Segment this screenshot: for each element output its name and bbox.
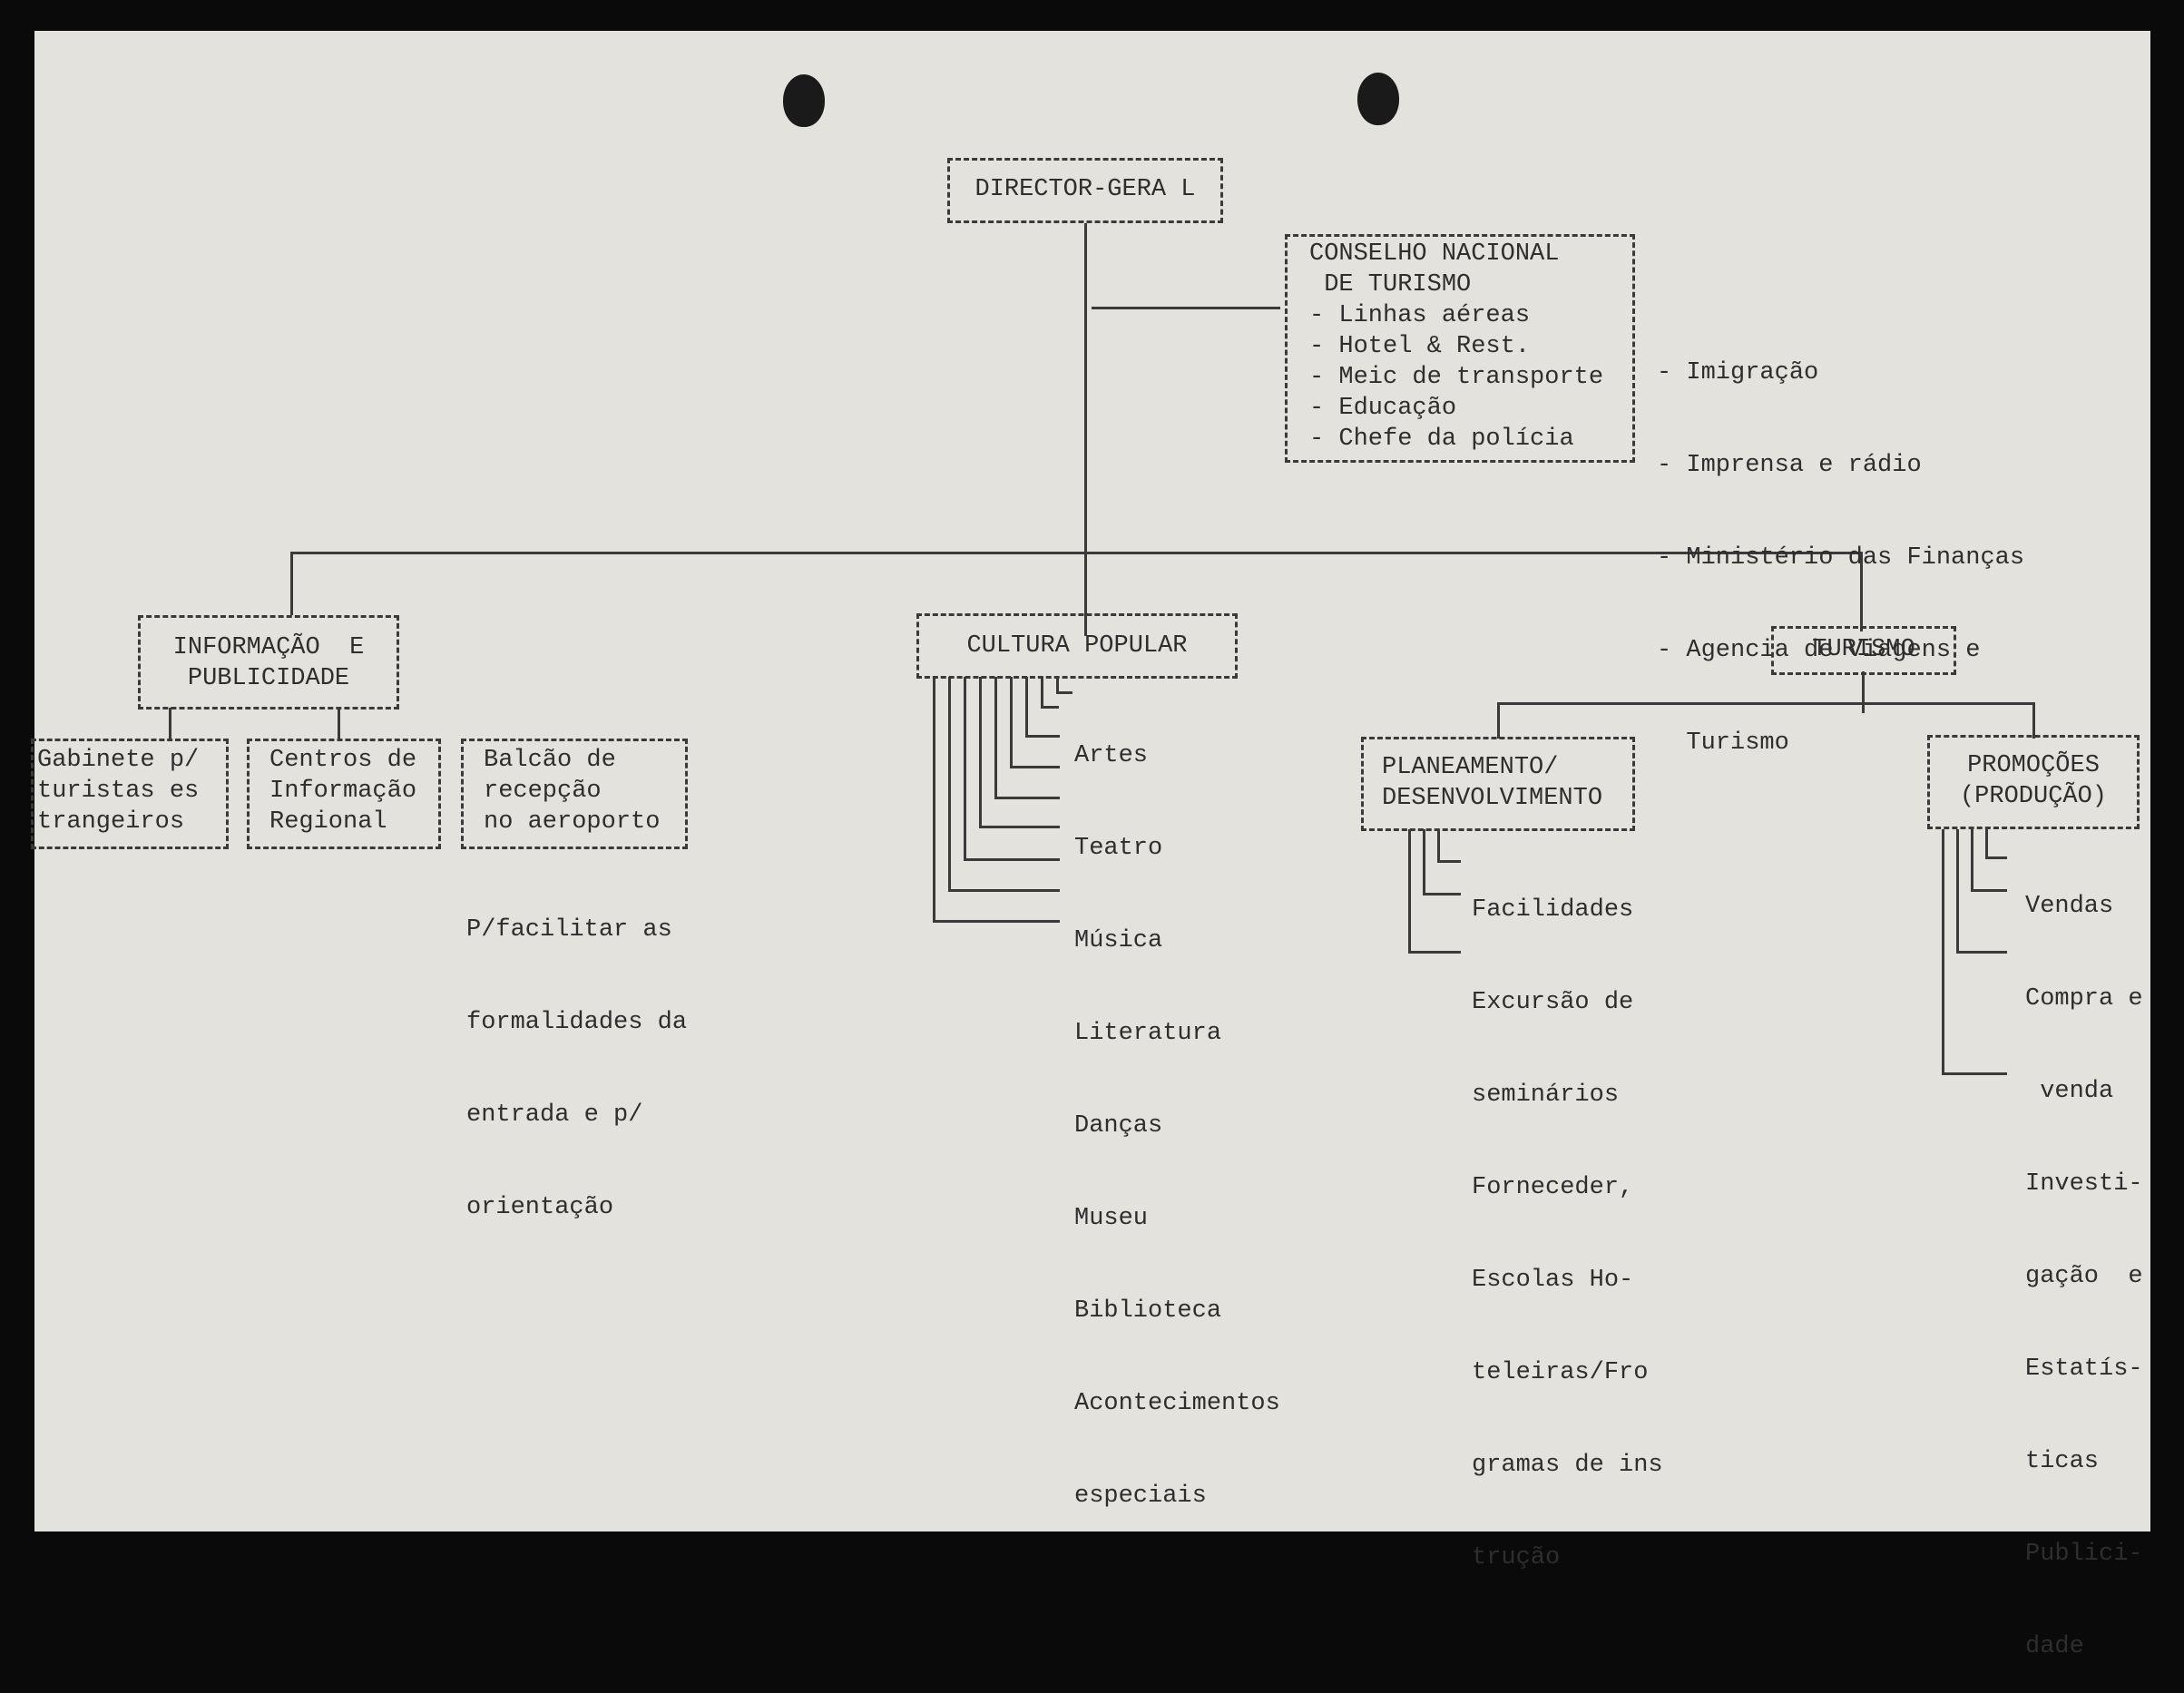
cultura-item: especiais xyxy=(1074,1483,1207,1510)
planeamento-items: Facilidades Excursão de seminários Forne… xyxy=(1472,833,1663,1604)
promocoes-item: Publici- xyxy=(2025,1541,2143,1568)
balcao-note: P/facilitar as formalidades da entrada e… xyxy=(466,853,687,1254)
planeamento-item: Escolas Ho- xyxy=(1472,1267,1634,1294)
centros-line: Informação xyxy=(269,778,417,805)
gabinete-line: turistas es xyxy=(37,778,200,805)
director-box: DIRECTOR-GERA L xyxy=(947,158,1223,223)
planeamento-title-line: DESENVOLVIMENTO xyxy=(1382,785,1603,812)
planeamento-item: Forneceder, xyxy=(1472,1174,1634,1201)
balcao-note-line: entrada e p/ xyxy=(466,1101,643,1129)
planeamento-item: Facilidades xyxy=(1472,896,1634,924)
balcao-note-line: orientação xyxy=(466,1194,614,1221)
director-label: DIRECTOR-GERA L xyxy=(974,176,1196,203)
gabinete-line: trangeiros xyxy=(37,808,185,836)
promocoes-item: gação e xyxy=(2025,1263,2143,1290)
balcao-note-line: P/facilitar as xyxy=(466,916,672,944)
planeamento-title-line: PLANEAMENTO/ xyxy=(1382,754,1559,781)
conselho-box: CONSELHO NACIONAL DE TURISMO - Linhas aé… xyxy=(1285,234,1635,463)
promocoes-box: PROMOÇÕES (PRODUÇÃO) xyxy=(1927,735,2140,829)
gabinete-box: Gabinete p/ turistas es trangeiros xyxy=(31,739,229,849)
promocoes-item: Investi- xyxy=(2025,1170,2143,1198)
promocoes-item: venda xyxy=(2025,1078,2114,1105)
promocoes-item: dade xyxy=(2025,1633,2084,1660)
cultura-item: Literatura xyxy=(1074,1020,1222,1047)
planeamento-item: trução xyxy=(1472,1544,1561,1571)
cultura-items: Artes Teatro Música Literatura Danças Mu… xyxy=(1074,679,1280,1542)
promocoes-item: ticas xyxy=(2025,1448,2100,1475)
conselho-title-line: DE TURISMO xyxy=(1309,271,1472,298)
conselho-item: - Meic de transporte xyxy=(1309,364,1604,391)
balcao-line: recepção xyxy=(484,778,602,805)
conselho-extra-list: - Imigração - Imprensa e rádio - Ministé… xyxy=(1657,296,2024,789)
promocoes-item: Vendas xyxy=(2025,893,2114,920)
balcao-note-line: formalidades da xyxy=(466,1009,688,1036)
punch-hole xyxy=(783,74,825,127)
balcao-line: no aeroporto xyxy=(484,808,661,836)
informacao-title-line: PUBLICIDADE xyxy=(187,665,350,692)
document-sheet xyxy=(34,31,2150,1532)
centros-line: Centros de xyxy=(269,747,417,774)
cultura-item: Música xyxy=(1074,927,1163,954)
centros-line: Regional xyxy=(269,808,387,836)
gabinete-line: Gabinete p/ xyxy=(37,747,200,774)
cultura-item: Acontecimentos xyxy=(1074,1390,1280,1417)
promocoes-title-line: (PRODUÇÃO) xyxy=(1959,783,2108,810)
cultura-item: Artes xyxy=(1074,742,1149,769)
conselho-extra-item: Turismo xyxy=(1657,729,1789,757)
turismo-box: TURISMO xyxy=(1771,626,1956,675)
planeamento-item: seminários xyxy=(1472,1081,1620,1109)
informacao-title-line: INFORMAÇÃO E xyxy=(172,634,365,661)
conselho-item: - Linhas aéreas xyxy=(1309,302,1531,329)
promocoes-item: Compra e xyxy=(2025,985,2143,1013)
cultura-box: CULTURA POPULAR xyxy=(916,613,1238,679)
conselho-item: - Hotel & Rest. xyxy=(1309,333,1531,360)
planeamento-item: teleiras/Fro xyxy=(1472,1359,1649,1386)
cultura-item: Biblioteca xyxy=(1074,1297,1222,1325)
balcao-box: Balcão de recepção no aeroporto xyxy=(461,739,688,849)
conselho-item: - Chefe da polícia xyxy=(1309,426,1574,453)
planeamento-item: gramas de ins xyxy=(1472,1452,1663,1479)
conselho-extra-item: - Imigração xyxy=(1657,359,1819,387)
cultura-title: CULTURA POPULAR xyxy=(966,632,1188,660)
cultura-item: Danças xyxy=(1074,1112,1163,1140)
cultura-item: Museu xyxy=(1074,1205,1149,1232)
conselho-extra-item: - Imprensa e rádio xyxy=(1657,452,1922,479)
planeamento-item: Excursão de xyxy=(1472,989,1634,1016)
promocoes-items: Vendas Compra e venda Investi- gação e E… xyxy=(2025,829,2143,1693)
cultura-item: Teatro xyxy=(1074,835,1163,862)
promocoes-title-line: PROMOÇÕES xyxy=(1967,752,2100,779)
promocoes-item: Estatís- xyxy=(2025,1355,2143,1383)
turismo-title: TURISMO xyxy=(1812,636,1915,663)
punch-hole xyxy=(1357,73,1399,125)
conselho-title-line: CONSELHO NACIONAL xyxy=(1309,240,1560,268)
balcao-line: Balcão de xyxy=(484,747,616,774)
centros-box: Centros de Informação Regional xyxy=(247,739,441,849)
conselho-extra-item: - Ministério das Finanças xyxy=(1657,544,2025,572)
informacao-box: INFORMAÇÃO E PUBLICIDADE xyxy=(138,615,399,709)
planeamento-box: PLANEAMENTO/ DESENVOLVIMENTO xyxy=(1361,737,1635,831)
conselho-item: - Educação xyxy=(1309,395,1457,422)
